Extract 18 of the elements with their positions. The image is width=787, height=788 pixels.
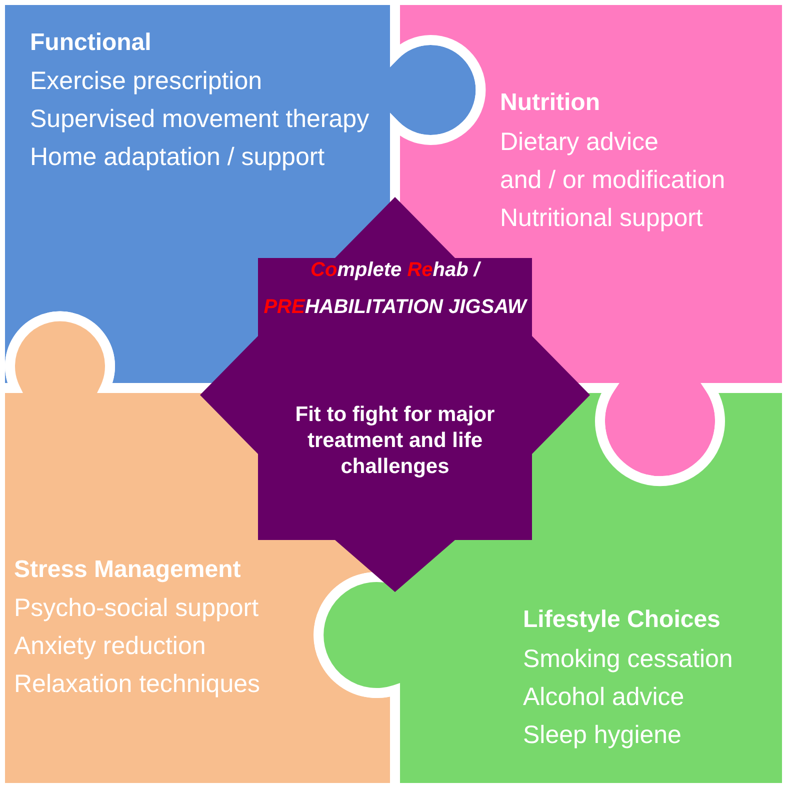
piece-item: Home adaptation / support (30, 142, 325, 172)
star-text: Fit to fight for major treatment and life challenges (294, 402, 496, 480)
piece-item: Dietary advice (500, 127, 658, 157)
star-title: Complete Rehab / PREHABILITATION JIGSAW (262, 258, 528, 320)
piece-item: Exercise prescription (30, 66, 262, 96)
piece-item: Relaxation techniques (14, 669, 260, 699)
piece-item: Nutritional support (500, 203, 703, 233)
piece-item: Sleep hygiene (523, 720, 682, 750)
piece-heading: Nutrition (500, 88, 600, 118)
piece-heading: Lifestyle Choices (523, 605, 720, 635)
piece-item: Alcohol advice (523, 682, 684, 712)
piece-heading: Functional (30, 28, 152, 58)
piece-item: Psycho-social support (14, 593, 259, 623)
piece-item: Anxiety reduction (14, 631, 206, 661)
piece-item: Supervised movement therapy (30, 104, 370, 134)
piece-heading: Stress Management (14, 555, 241, 585)
piece-item: and / or modification (500, 165, 726, 195)
piece-item: Smoking cessation (523, 644, 733, 674)
